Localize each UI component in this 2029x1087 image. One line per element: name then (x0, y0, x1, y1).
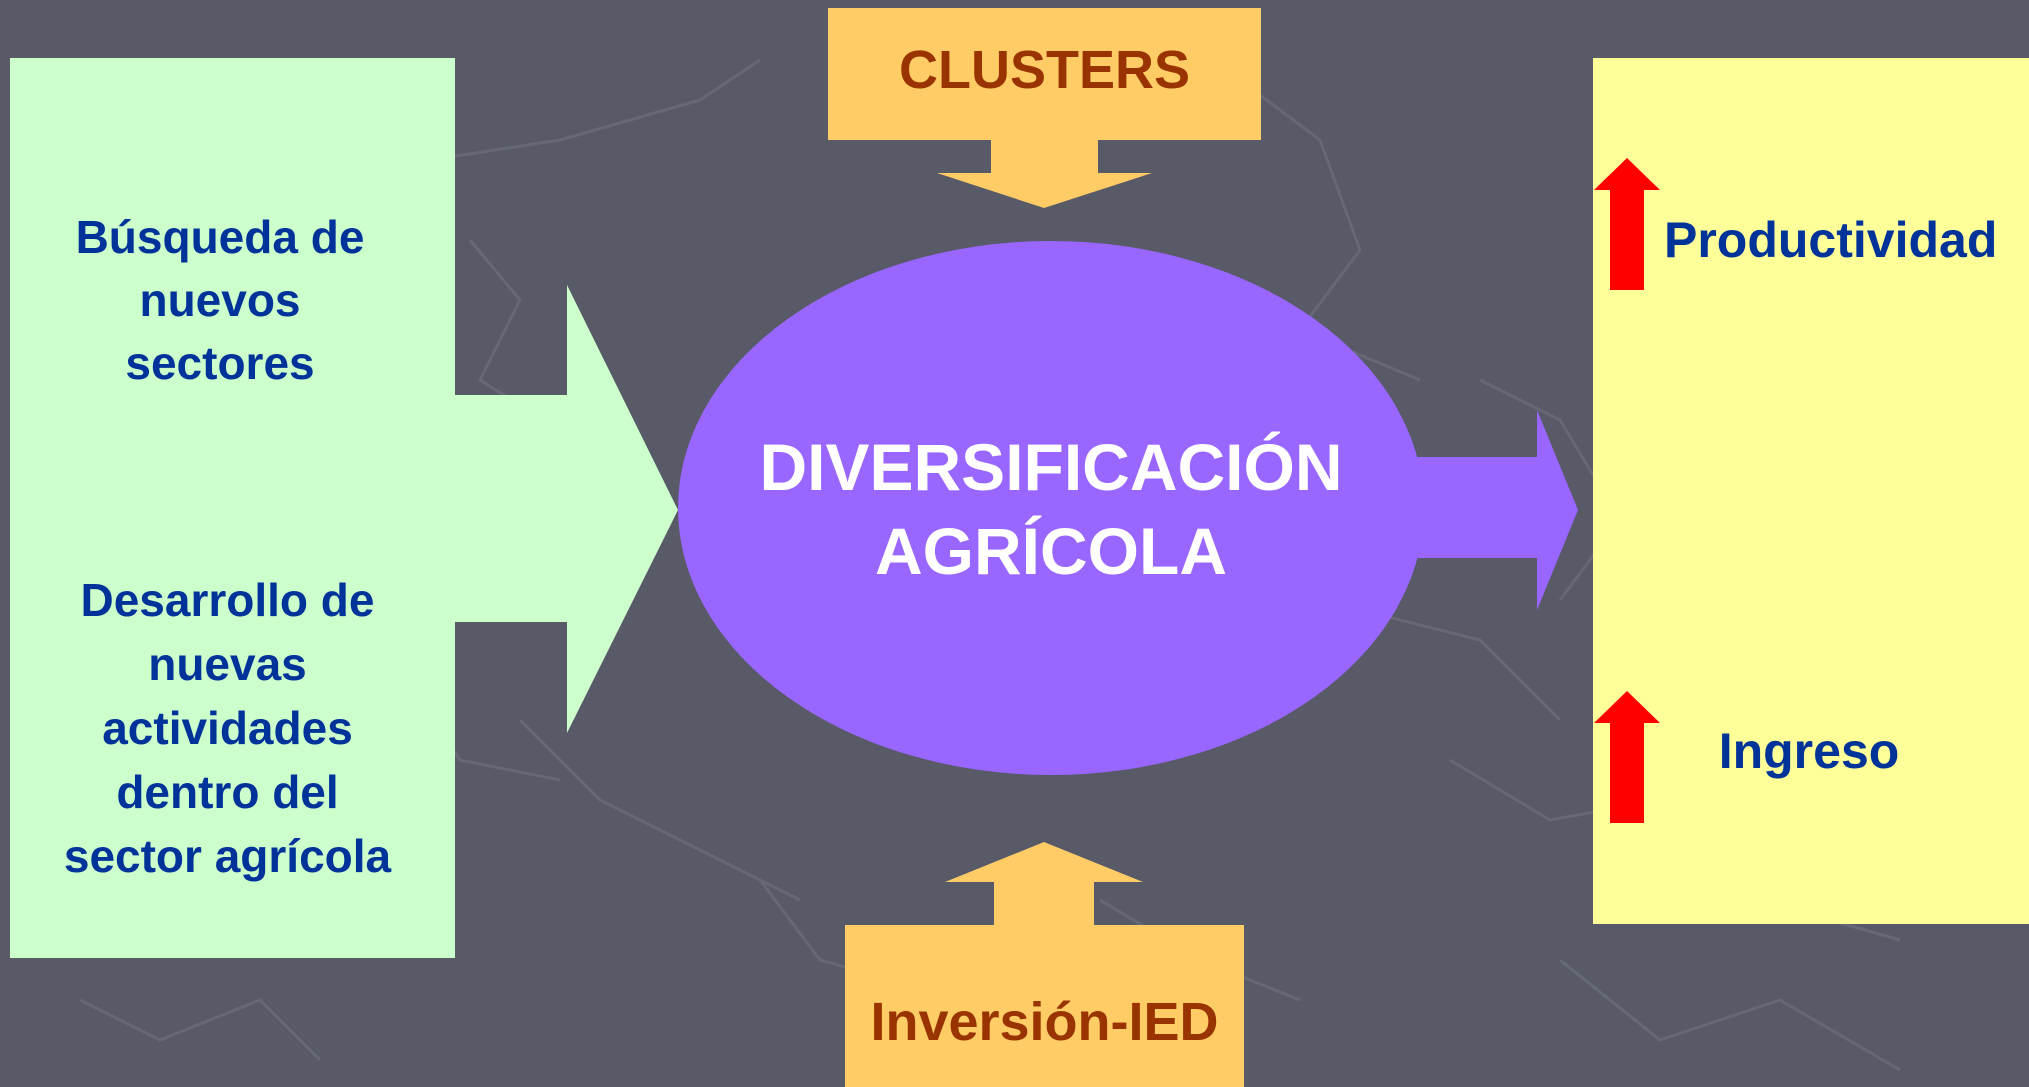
up-arrow-icon (1594, 158, 1660, 290)
ingreso-label: Ingreso (1718, 723, 1900, 779)
productividad-label: Productividad (1664, 212, 1998, 268)
right-outcome-box (1593, 58, 2029, 924)
left-item-busqueda: Búsqueda de nuevos sectores (75, 211, 365, 389)
clusters-label: CLUSTERS (898, 40, 1190, 100)
top-callout-arrow (828, 8, 1261, 208)
left-item-desarrollo: Desarrollo de nuevas actividades dentro … (63, 574, 392, 882)
center-title: DIVERSIFICACIÓN AGRÍCOLA (759, 430, 1343, 588)
right-output-arrow (1380, 410, 1578, 610)
center-ellipse (678, 241, 1424, 775)
up-arrow-icon (1594, 691, 1660, 823)
left-input-arrow (10, 58, 678, 958)
bottom-callout-arrow (845, 842, 1244, 1087)
inversion-label: Inversión-IED (870, 992, 1219, 1052)
